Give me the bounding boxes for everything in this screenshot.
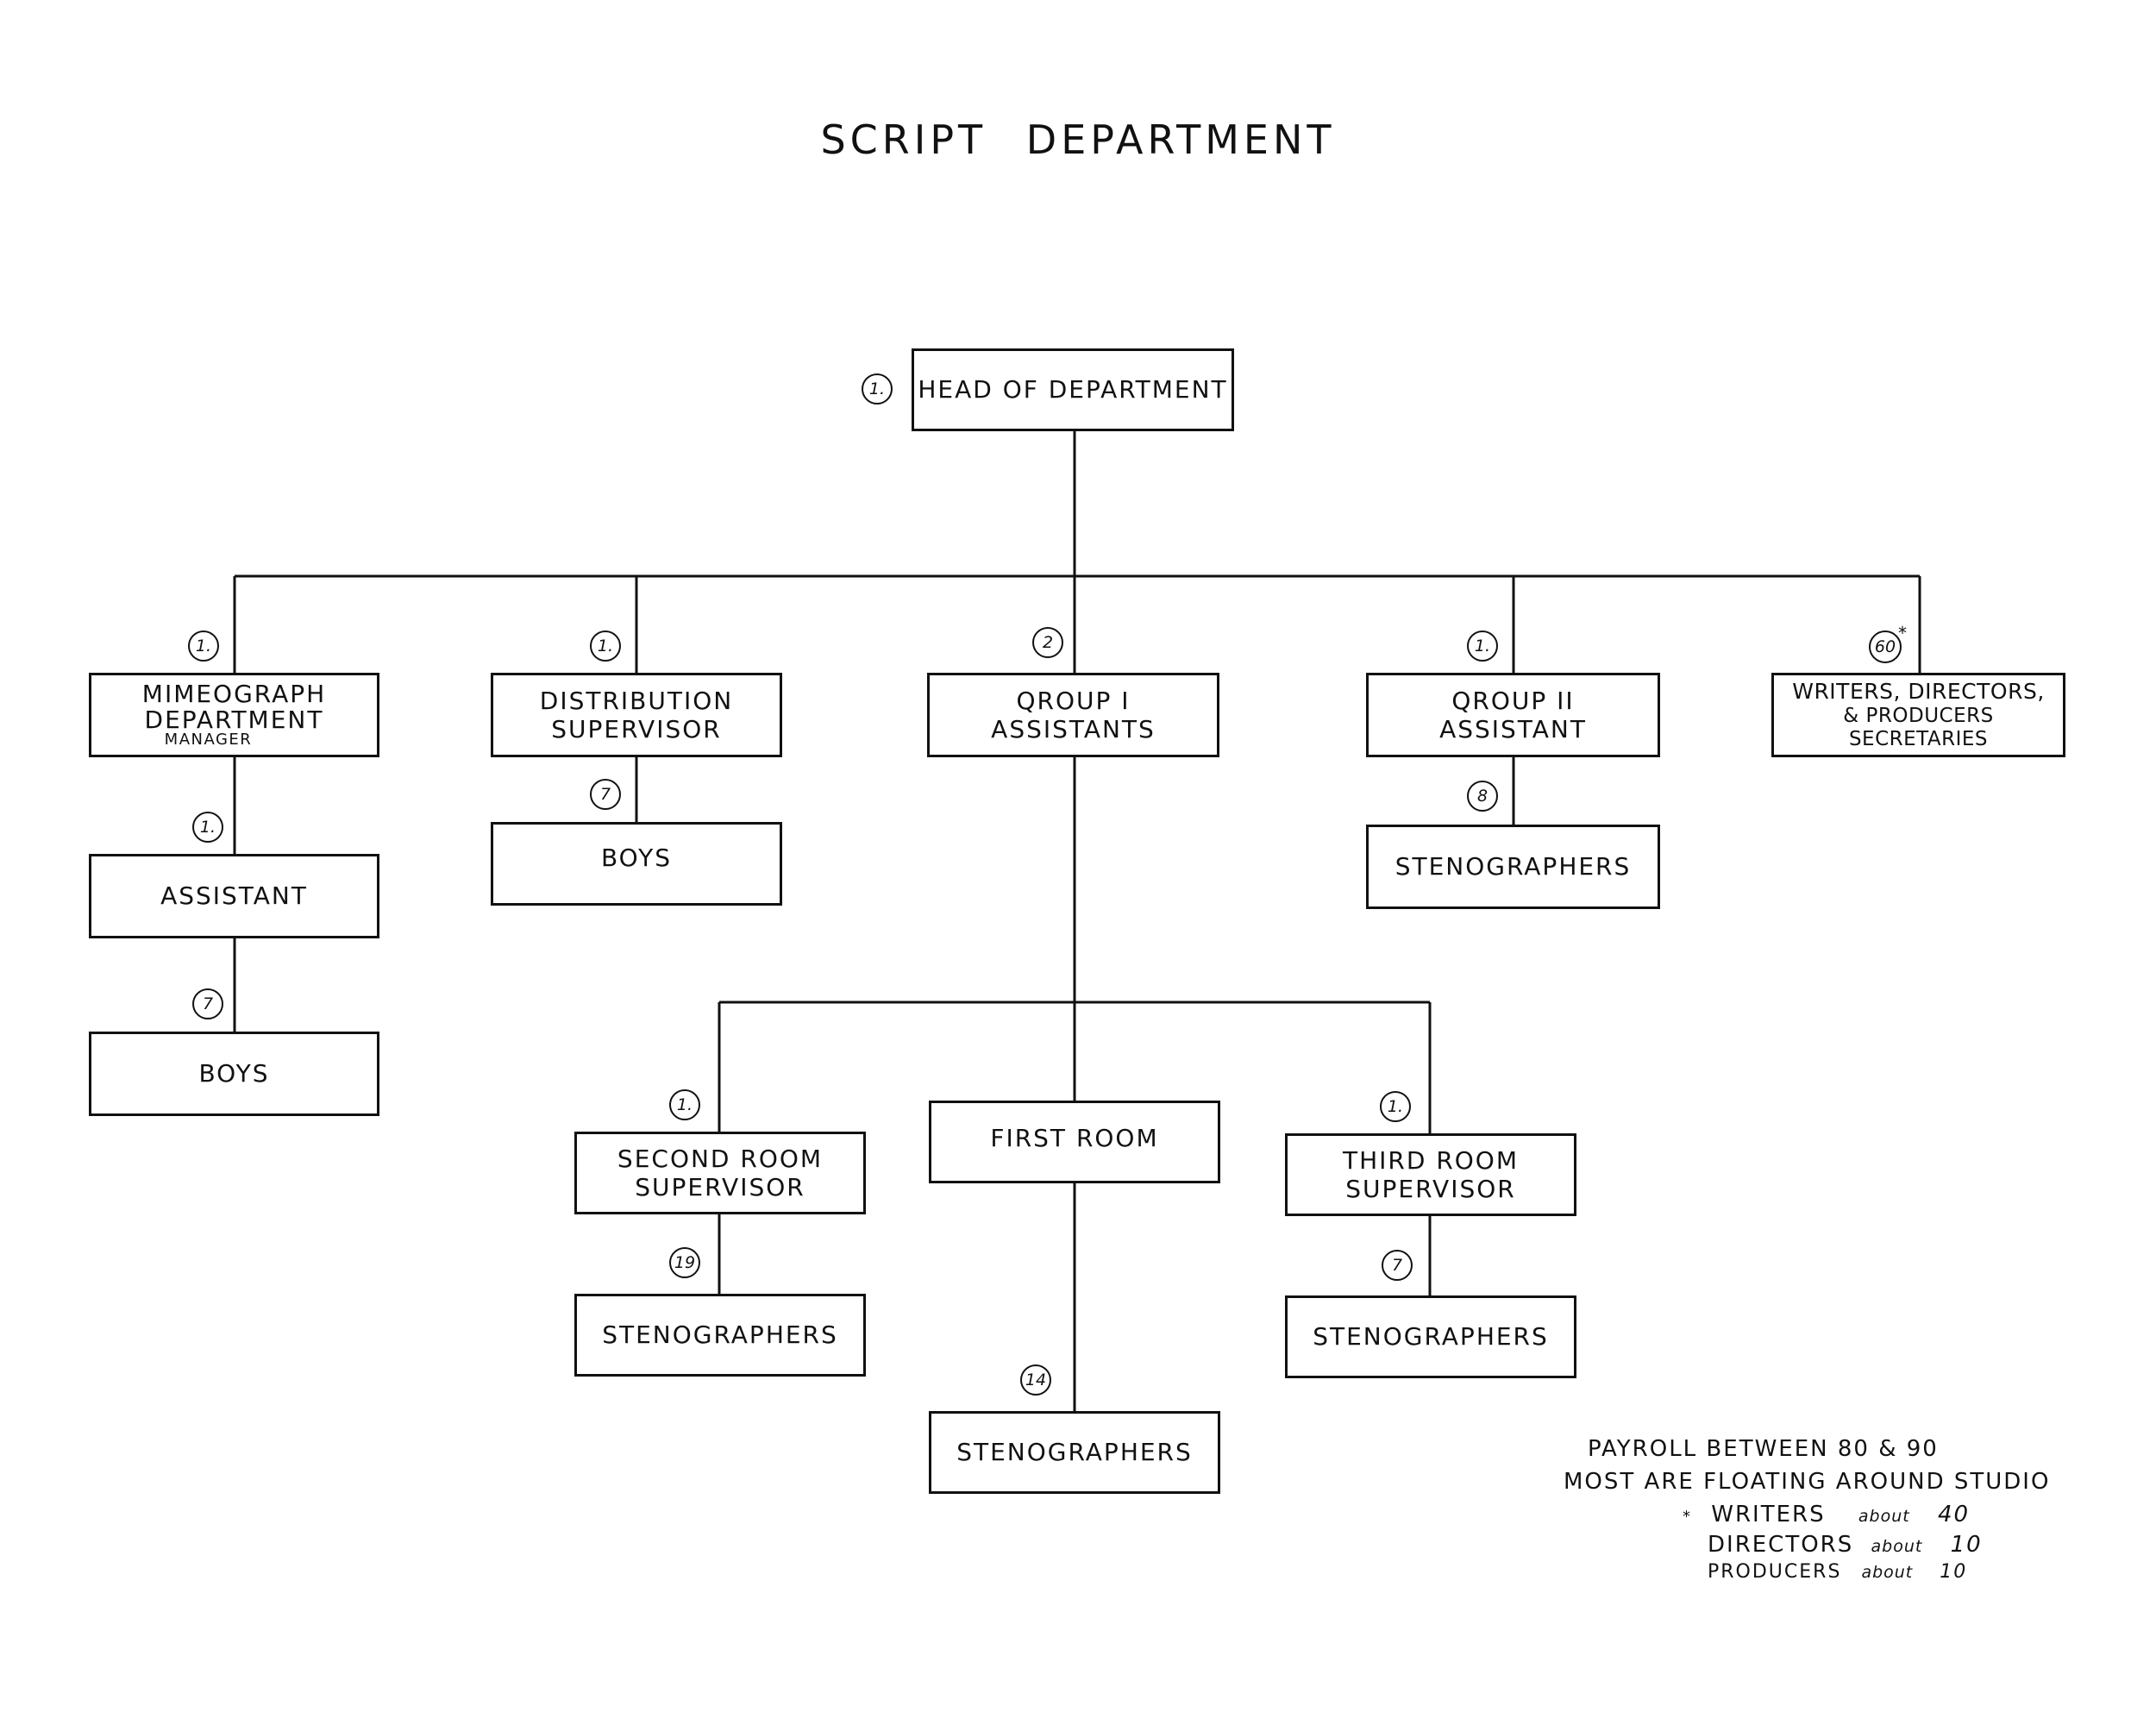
asterisk-mark: *	[1898, 623, 1907, 643]
note-directors-num: 10	[1950, 1532, 1983, 1558]
node-label: HEAD OF DEPARTMENT	[918, 375, 1228, 405]
note-producers-about: about	[1861, 1563, 1914, 1582]
count-badge-second-steno: 19	[669, 1247, 700, 1278]
count-badge-third-steno: 7	[1382, 1250, 1413, 1281]
node-label: BOYS	[600, 844, 673, 872]
note-writers-num: 40	[1937, 1502, 1971, 1527]
node-label-line2: SUPERVISOR	[635, 1173, 805, 1201]
note-asterisk: *	[1683, 1508, 1692, 1526]
node-second-room-supervisor: SECOND ROOM SUPERVISOR	[574, 1132, 866, 1214]
note-producers-label: PRODUCERS	[1708, 1561, 1842, 1583]
note-writers-label: WRITERS	[1711, 1502, 1826, 1527]
node-head-of-department: HEAD OF DEPARTMENT	[912, 348, 1234, 431]
node-label: QROUP I	[1016, 686, 1131, 715]
count-badge-third-room: 1.	[1380, 1091, 1411, 1122]
count-badge-mimeo-assistant: 1.	[192, 812, 223, 843]
node-label: WRITERS, DIRECTORS,	[1792, 679, 2045, 705]
note-directors: DIRECTORS about 10	[1708, 1532, 1983, 1558]
node-label-line2: DEPARTMENT	[144, 705, 324, 734]
node-label-line2: ASSISTANTS	[991, 715, 1156, 743]
node-sublabel: MANAGER	[164, 730, 253, 749]
node-third-room-supervisor: THIRD ROOM SUPERVISOR	[1285, 1133, 1576, 1216]
count-badge-distribution: 1.	[590, 630, 621, 662]
count-badge-writers: 60	[1869, 630, 1902, 663]
count-badge-head: 1.	[862, 373, 893, 405]
count-badge-second-room: 1.	[669, 1089, 700, 1120]
note-writers: * WRITERS about 40	[1683, 1502, 1970, 1527]
node-label: FIRST ROOM	[990, 1124, 1159, 1152]
node-label: SECOND ROOM	[617, 1144, 824, 1173]
node-mimeograph-assistant: ASSISTANT	[89, 854, 379, 938]
node-mimeograph-department: MIMEOGRAPH DEPARTMENT MANAGER	[89, 673, 379, 757]
node-group-one-assistants: QROUP I ASSISTANTS	[927, 673, 1219, 757]
count-badge-group2: 1.	[1467, 630, 1498, 662]
node-label: DISTRIBUTION	[539, 686, 734, 715]
node-writers-directors-producers-secretaries: WRITERS, DIRECTORS, & PRODUCERS SECRETAR…	[1771, 673, 2065, 757]
count-badge-group2-steno: 8	[1467, 781, 1498, 812]
node-label: STENOGRAPHERS	[602, 1320, 838, 1350]
node-mimeograph-boys: BOYS	[89, 1032, 379, 1116]
note-writers-about: about	[1858, 1507, 1910, 1526]
note-directors-label: DIRECTORS	[1708, 1532, 1854, 1558]
count-badge-group1: 2	[1032, 627, 1063, 658]
count-badge-dist-boys: 7	[590, 779, 621, 810]
node-distribution-boys: BOYS	[491, 822, 782, 906]
note-payroll: PAYROLL BETWEEN 80 & 90	[1588, 1436, 1939, 1462]
node-second-room-stenographers: STENOGRAPHERS	[574, 1294, 866, 1377]
node-group-two-stenographers: STENOGRAPHERS	[1366, 825, 1660, 909]
node-label-line2: SUPERVISOR	[1345, 1175, 1516, 1203]
node-third-room-stenographers: STENOGRAPHERS	[1285, 1295, 1576, 1378]
node-label: THIRD ROOM	[1342, 1145, 1520, 1175]
note-producers: PRODUCERS about 10	[1708, 1561, 1967, 1583]
node-distribution-supervisor: DISTRIBUTION SUPERVISOR	[491, 673, 782, 757]
node-label-line2: SUPERVISOR	[551, 715, 722, 743]
node-label: BOYS	[198, 1059, 270, 1088]
node-label-line2: & PRODUCERS SECRETARIES	[1843, 704, 1994, 750]
node-label: STENOGRAPHERS	[1313, 1322, 1549, 1352]
note-floating: MOST ARE FLOATING AROUND STUDIO	[1564, 1469, 2051, 1495]
note-directors-about: about	[1871, 1537, 1923, 1556]
count-badge-mimeograph: 1.	[188, 630, 219, 662]
node-first-room-stenographers: STENOGRAPHERS	[929, 1411, 1220, 1494]
node-group-two-assistant: QROUP II ASSISTANT	[1366, 673, 1660, 757]
node-label: STENOGRAPHERS	[1395, 852, 1632, 881]
node-label: ASSISTANT	[160, 881, 308, 911]
node-label: STENOGRAPHERS	[956, 1438, 1193, 1467]
node-first-room: FIRST ROOM	[929, 1101, 1220, 1183]
count-badge-first-steno: 14	[1020, 1364, 1051, 1396]
page-title: SCRIPT DEPARTMENT	[820, 116, 1336, 163]
node-label: MIMEOGRAPH	[141, 680, 327, 709]
node-label-line2: ASSISTANT	[1439, 715, 1587, 743]
note-producers-num: 10	[1940, 1561, 1968, 1583]
count-badge-mimeo-boys: 7	[192, 988, 223, 1019]
node-label: QROUP II	[1451, 686, 1575, 715]
